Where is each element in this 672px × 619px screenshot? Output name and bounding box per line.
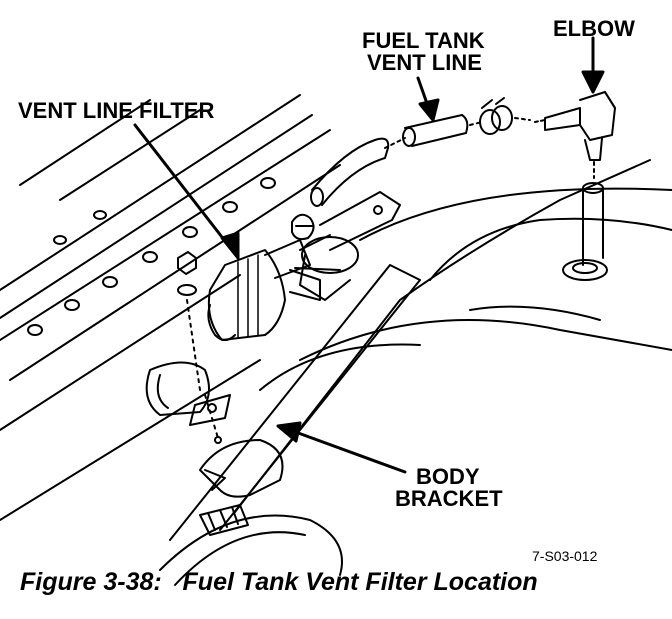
frame-rail	[0, 94, 341, 521]
bracket-tab	[319, 191, 401, 251]
mounting-clamp	[145, 361, 231, 426]
label-body-bracket-2: BRACKET	[395, 486, 503, 511]
figure-code: 7-S03-012	[532, 548, 598, 564]
clamp-ring	[294, 236, 359, 301]
hose-clip-upper	[469, 97, 513, 135]
label-fuel-tank-vent-line-1: FUEL TANK	[362, 28, 485, 53]
label-fuel-tank-vent-line-2: VENT LINE	[367, 50, 482, 75]
vent-hose-lower	[310, 137, 390, 207]
label-vent-line-filter: VENT LINE FILTER	[18, 98, 215, 123]
hose-clip-lower	[291, 213, 315, 241]
elbow-fitting	[514, 91, 616, 179]
callout-arrows	[133, 36, 605, 474]
vent-hose-upper	[582, 182, 604, 266]
label-elbow: ELBOW	[553, 16, 635, 41]
label-body-bracket-1: BODY	[416, 464, 480, 489]
vent-line-filter	[207, 234, 331, 341]
figure-caption: Figure 3-38: Fuel Tank Vent Filter Locat…	[20, 568, 538, 596]
hose-clamp-bottom	[159, 504, 343, 586]
body-bracket	[169, 159, 672, 541]
fuel-tank-vent-line	[384, 114, 469, 149]
bolt-and-nut	[177, 251, 222, 444]
